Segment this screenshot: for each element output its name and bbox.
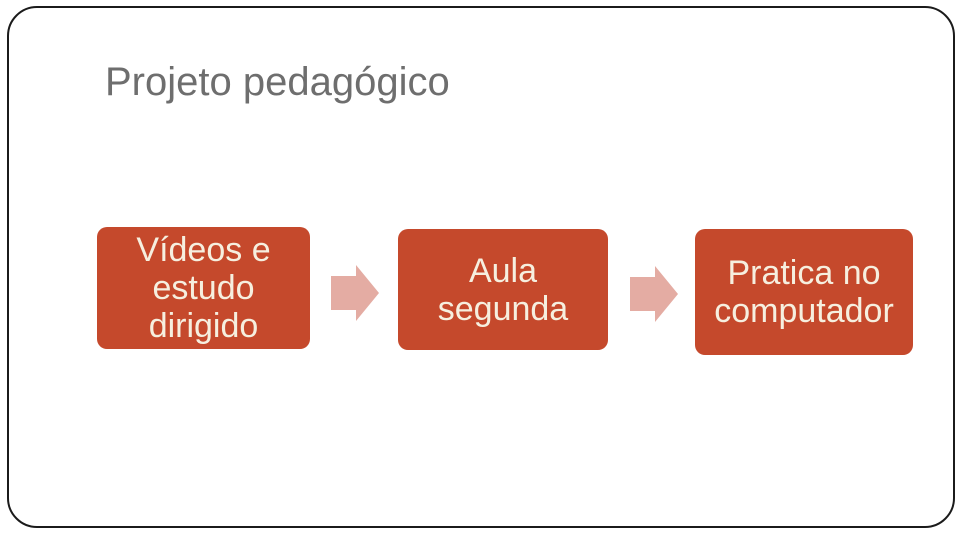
step-label-line: dirigido (148, 307, 259, 345)
step-label-line: computador (714, 292, 894, 330)
process-step-aula-segunda: Aula segunda (398, 229, 608, 350)
slide-title: Projeto pedagógico (105, 60, 450, 104)
process-step-pratica-computador: Pratica no computador (695, 229, 913, 355)
step-label-line: segunda (437, 289, 569, 328)
step-label-line: Aula (468, 251, 538, 290)
step-label-line: Vídeos e (136, 231, 271, 269)
process-step-videos-estudo: Vídeos e estudo dirigido (97, 227, 310, 349)
step-label-line: estudo (152, 269, 255, 307)
step-label-line: Pratica no (727, 254, 881, 292)
slide-frame-border (7, 6, 955, 528)
right-arrow-icon (630, 266, 678, 322)
right-arrow-icon (331, 265, 379, 321)
